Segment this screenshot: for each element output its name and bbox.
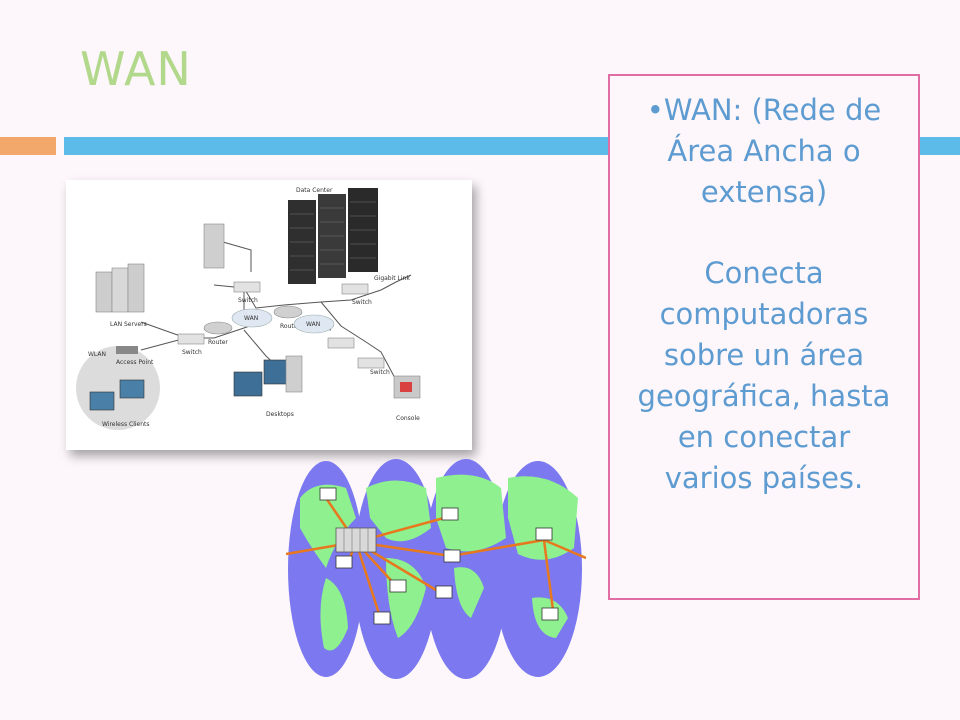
label-access-point: Access Point <box>116 359 154 366</box>
switch-icon-left <box>177 333 205 345</box>
remote-computers <box>319 487 559 625</box>
computer-icon <box>443 549 461 563</box>
network-diagram-svg: Data Center Gigabit Link LAN Servers Swi… <box>76 187 421 430</box>
computer-icon <box>373 611 391 625</box>
label-wan-left: WAN <box>244 315 258 322</box>
computer-icon <box>335 555 353 569</box>
server-tower-icon <box>203 223 225 269</box>
wan-heading-line: •WAN: (Rede de <box>646 93 882 127</box>
console-icon <box>393 375 421 399</box>
slide-title: WAN <box>80 42 192 96</box>
computer-icon <box>389 579 407 593</box>
router-icon-right <box>273 305 303 319</box>
wireless-clients-icon <box>89 379 145 411</box>
label-console: Console <box>396 415 420 422</box>
switch-icon-right <box>341 283 369 295</box>
wan-description-line: sobre un área <box>663 338 865 372</box>
label-wan-right: WAN <box>306 321 320 328</box>
label-wlan: WLAN <box>88 351 106 358</box>
computer-icon <box>319 487 337 501</box>
wan-heading-line: Área Ancha o <box>667 134 861 168</box>
wan-hub-icon <box>335 527 377 553</box>
wan-heading-line: extensa) <box>700 175 828 209</box>
computer-icon <box>535 527 553 541</box>
label-data-center: Data Center <box>296 187 333 194</box>
label-switch-bottom: Switch <box>370 369 390 376</box>
label-switch-top: Switch <box>238 297 258 304</box>
paragraph-spacer <box>610 213 918 253</box>
world-map-svg <box>286 459 586 679</box>
description-textbox: •WAN: (Rede de Área Ancha o extensa) Con… <box>608 74 920 600</box>
label-switch-left: Switch <box>182 349 202 356</box>
wan-cloud-icon-left <box>231 308 273 328</box>
access-point-icon <box>116 346 138 354</box>
label-gigabit-link: Gigabit Link <box>374 275 410 282</box>
label-router-left: Router <box>208 339 228 346</box>
computer-icon <box>441 507 459 521</box>
router-icon-left <box>203 321 233 335</box>
lan-servers-icon <box>95 263 145 313</box>
world-map-image <box>286 458 586 680</box>
label-switch-right: Switch <box>352 299 372 306</box>
wan-cloud-icon-right <box>293 314 335 334</box>
label-desktops: Desktops <box>266 411 294 418</box>
switch-icon-middle <box>327 337 355 349</box>
wan-description-line: varios países. <box>664 461 864 495</box>
switch-icon-bottom <box>357 357 385 369</box>
data-center-racks <box>288 188 378 284</box>
desktops-icon <box>233 355 303 397</box>
computer-icon <box>435 585 453 599</box>
network-diagram-image: Data Center Gigabit Link LAN Servers Swi… <box>66 180 472 450</box>
wan-description-line: en conectar <box>677 420 851 454</box>
accent-bar-orange <box>0 137 56 155</box>
wan-description-line: geográfica, hasta <box>637 379 891 413</box>
label-router-right: Router <box>280 323 300 330</box>
computer-icon <box>541 607 559 621</box>
switch-icon-top <box>233 281 261 293</box>
wan-description-line: Conecta <box>704 256 824 290</box>
label-lan-servers: LAN Servers <box>110 321 147 328</box>
label-wireless-clients: Wireless Clients <box>102 421 150 428</box>
wan-description-line: computadoras <box>659 297 869 331</box>
